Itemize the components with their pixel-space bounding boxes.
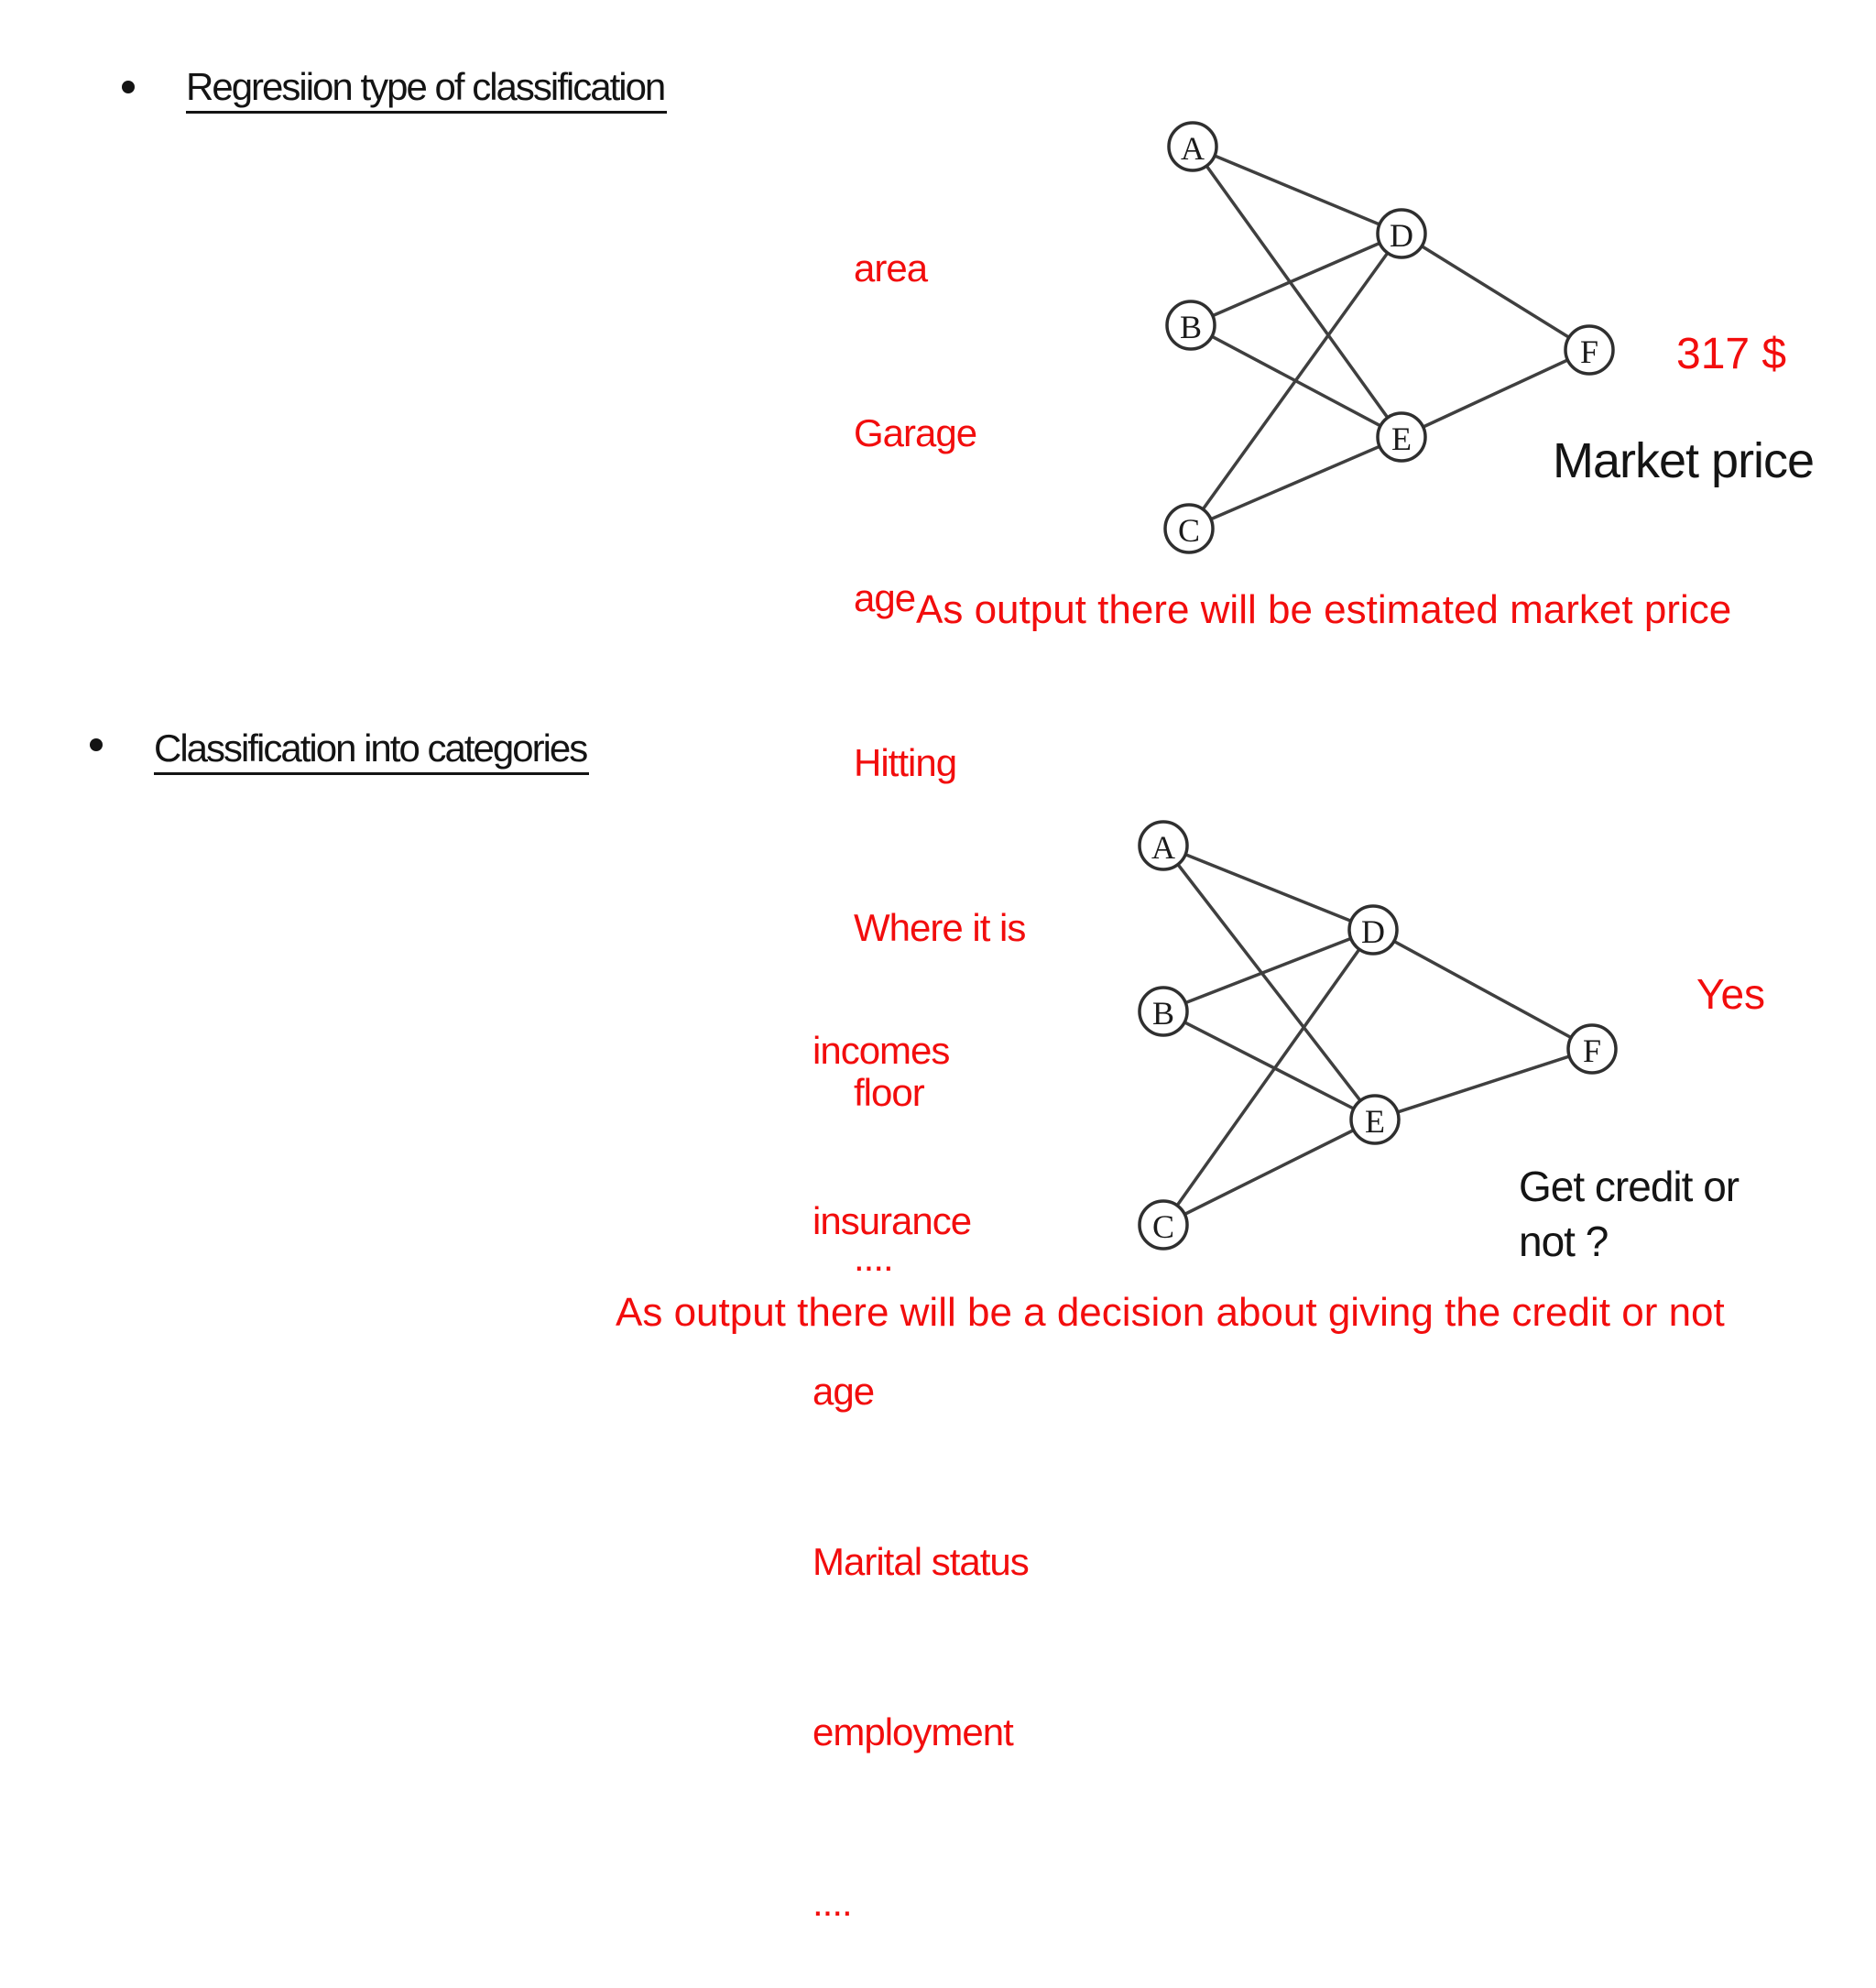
input-item: Hitting <box>854 741 957 784</box>
edge-A-D <box>1162 844 1374 932</box>
node-label-A: A <box>1181 130 1205 167</box>
edge-B-E <box>1162 1010 1376 1121</box>
network-diagram-2: A B C D E F <box>1138 820 1618 1251</box>
node-label-D: D <box>1390 217 1413 254</box>
input-item: area <box>854 246 928 289</box>
input-list-1: area Garage age Hitting Where it is floo… <box>854 131 1026 1340</box>
input-list-2: incomes insurance age Marital status emp… <box>813 909 1030 1988</box>
node-circle-B <box>1165 300 1216 351</box>
edge-A-E <box>1162 844 1377 1121</box>
bullet-icon <box>90 738 103 751</box>
caption-2: As output there will be a decision about… <box>616 1290 1725 1335</box>
edge-C-D <box>1187 232 1403 530</box>
node-circle-D <box>1376 208 1427 259</box>
caption-1: As output there will be estimated market… <box>916 587 1732 632</box>
node-label-F: F <box>1580 333 1598 370</box>
node-label-E: E <box>1391 421 1412 457</box>
network-diagram-1: A B C D E F <box>1163 121 1615 554</box>
node-circle-E <box>1376 411 1427 463</box>
input-item: age <box>813 1370 875 1413</box>
input-item: .... <box>854 1236 894 1279</box>
node-circle-A <box>1167 121 1218 172</box>
node-label-B: B <box>1180 309 1202 345</box>
node-circle-C <box>1138 1199 1189 1251</box>
edge-B-D <box>1190 232 1402 327</box>
edge-E-F <box>1374 1047 1593 1121</box>
node-circle-B <box>1138 986 1189 1037</box>
node-circle-E <box>1349 1094 1401 1145</box>
node-label-D: D <box>1361 913 1385 950</box>
edge-C-D <box>1162 928 1375 1227</box>
node-label-C: C <box>1152 1208 1174 1245</box>
input-item: Garage <box>854 411 977 454</box>
node-label-C: C <box>1178 512 1200 549</box>
input-item: age <box>854 576 916 619</box>
edge-D-F <box>1372 928 1593 1051</box>
edge-E-F <box>1401 348 1590 439</box>
slide: { "slide": { "colors": { "accent_red": "… <box>90 61 1816 1924</box>
input-item: Where it is <box>854 906 1026 949</box>
input-item: floor <box>854 1071 925 1114</box>
input-item: Marital status <box>813 1540 1030 1583</box>
node-circle-D <box>1347 904 1399 956</box>
section2-title: Classification into categories <box>154 723 590 775</box>
edge-A-E <box>1191 145 1403 439</box>
node-circle-F <box>1566 1023 1618 1075</box>
output-label-1: Market price <box>1553 433 1815 488</box>
input-item: insurance <box>813 1199 972 1242</box>
input-item: employment <box>813 1710 1014 1753</box>
node-label-A: A <box>1151 829 1175 866</box>
section2-title-text: Classification into categories <box>154 726 590 775</box>
edge-D-F <box>1401 232 1590 352</box>
node-circle-A <box>1138 820 1189 871</box>
edge-B-D <box>1162 928 1374 1013</box>
node-label-E: E <box>1365 1103 1385 1140</box>
input-item: .... <box>813 1881 853 1924</box>
edge-C-E <box>1162 1118 1376 1227</box>
section1-title-text: Regresiion type of classification <box>186 65 668 114</box>
node-label-B: B <box>1152 995 1174 1032</box>
node-circle-F <box>1564 324 1615 376</box>
edge-C-E <box>1188 435 1402 530</box>
output-value-2: Yes <box>1696 970 1766 1018</box>
output-label-2: Get credit or not ? <box>1519 1163 1740 1265</box>
section1-title: Regresiion type of classification <box>186 61 668 114</box>
output-value-1: 317 $ <box>1676 330 1787 378</box>
node-label-F: F <box>1583 1032 1601 1069</box>
bullet-icon <box>122 81 135 93</box>
input-item: incomes <box>813 1029 950 1072</box>
node-circle-C <box>1163 503 1215 554</box>
edge-A-D <box>1192 145 1402 235</box>
